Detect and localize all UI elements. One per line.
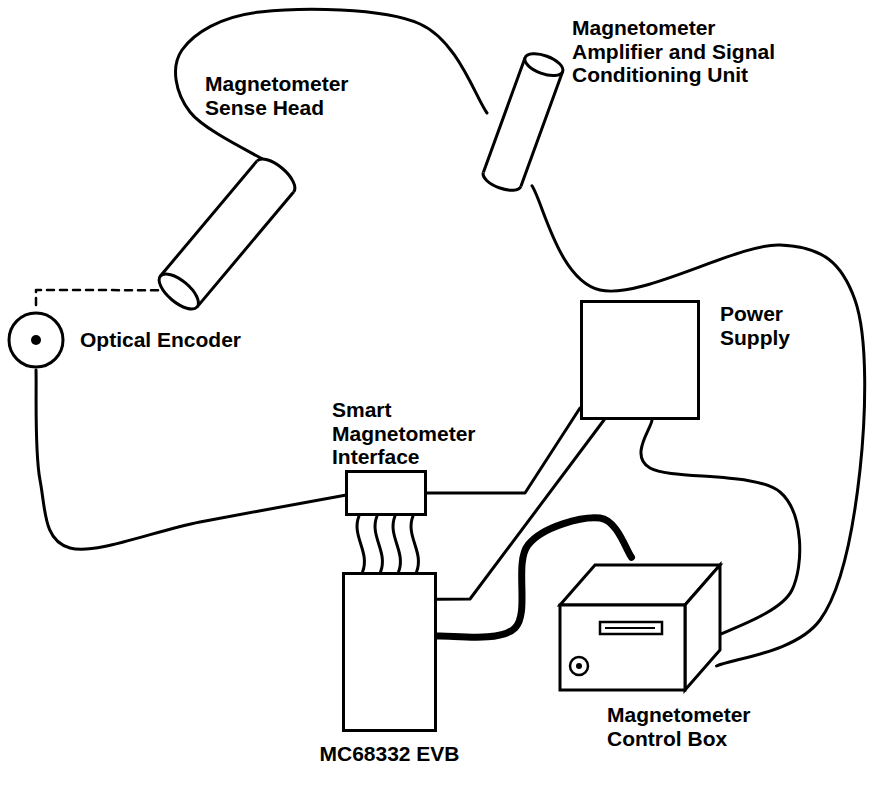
ribbon-cable bbox=[357, 516, 418, 572]
power-supply-box-outline bbox=[580, 300, 700, 420]
cable bbox=[176, 9, 487, 163]
component-label: Smart Magnetometer Interface bbox=[332, 398, 484, 469]
wire bbox=[36, 370, 345, 549]
optical-encoder: Optical Encoder bbox=[6, 310, 66, 370]
sense-head-cylinder: Magnetometer Sense Head bbox=[155, 150, 295, 315]
component-label: Optical Encoder bbox=[80, 328, 241, 352]
control-box: Magnetometer Control Box bbox=[555, 550, 725, 695]
amplifier-cylinder: Magnetometer Amplifier and Signal Condit… bbox=[478, 50, 568, 190]
sense-head-cylinder-outline bbox=[155, 150, 295, 315]
wire bbox=[375, 516, 382, 572]
component-label: MC68332 EVB bbox=[319, 742, 459, 766]
component-label: Magnetometer Sense Head bbox=[205, 72, 370, 119]
component-label: Magnetometer Control Box bbox=[607, 703, 777, 750]
evb-board: MC68332 EVB bbox=[342, 572, 437, 732]
wire bbox=[176, 9, 487, 163]
amplifier-cylinder-outline bbox=[478, 50, 568, 190]
power-supply-box: Power Supply bbox=[580, 300, 700, 420]
wire bbox=[393, 516, 400, 572]
component-label: Power Supply bbox=[720, 302, 820, 349]
wire bbox=[357, 516, 364, 572]
component-label: Magnetometer Amplifier and Signal Condit… bbox=[572, 16, 794, 87]
wire bbox=[411, 516, 418, 572]
interface-box-outline bbox=[345, 470, 427, 516]
evb-board-outline bbox=[342, 572, 437, 732]
interface-box: Smart Magnetometer Interface bbox=[345, 470, 427, 516]
optical-encoder-outline bbox=[6, 310, 66, 370]
cable bbox=[36, 370, 345, 549]
control-box-outline bbox=[555, 550, 725, 695]
